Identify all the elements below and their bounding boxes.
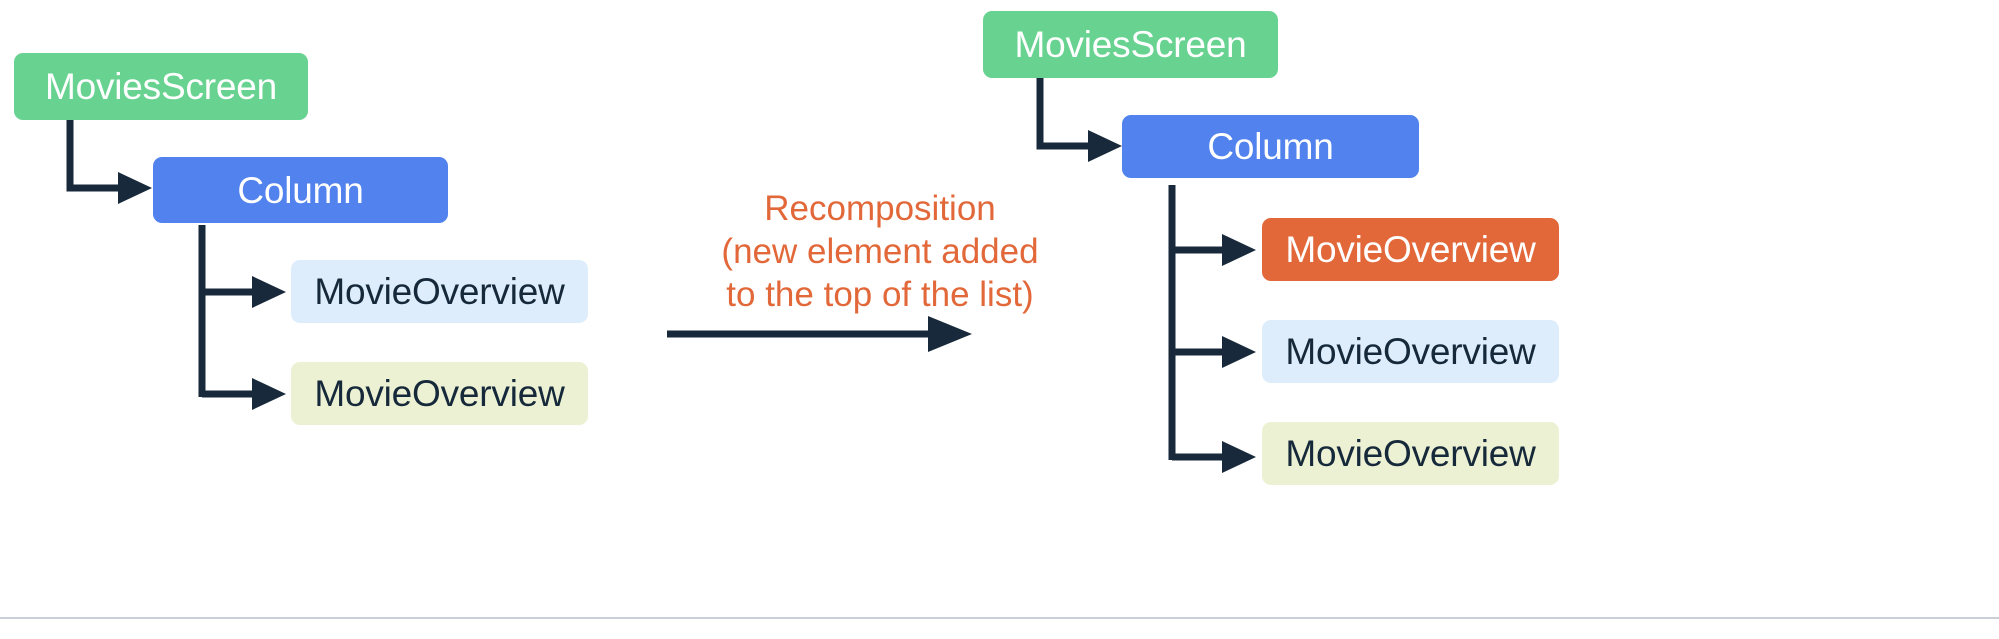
right-node-movies-screen-label: MoviesScreen <box>1014 24 1247 65</box>
right-node-movie-overview-new: MovieOverview <box>1262 218 1559 281</box>
recomposition-caption-line-2: (new element added <box>721 232 1039 271</box>
bottom-divider <box>0 617 1999 619</box>
recomposition-arrow-icon <box>667 316 972 352</box>
left-node-movies-screen-label: MoviesScreen <box>44 66 278 107</box>
right-node-movie-overview-1: MovieOverview <box>1262 320 1559 383</box>
right-node-movie-overview-new-label: MovieOverview <box>1285 229 1536 270</box>
left-node-movies-screen: MoviesScreen <box>14 53 308 120</box>
recomposition-caption-line-3: to the top of the list) <box>726 275 1034 314</box>
left-node-movie-overview-2-label: MovieOverview <box>314 373 565 414</box>
right-node-column-label: Column <box>1207 126 1334 167</box>
left-node-movie-overview-1: MovieOverview <box>291 260 588 323</box>
left-node-column-label: Column <box>237 169 364 211</box>
right-node-movie-overview-1-label: MovieOverview <box>1285 331 1536 372</box>
right-node-movie-overview-2-label: MovieOverview <box>1285 433 1536 474</box>
left-node-movie-overview-1-label: MovieOverview <box>314 271 565 312</box>
left-node-column: Column <box>153 157 448 223</box>
right-node-movies-screen: MoviesScreen <box>983 11 1278 78</box>
right-node-column: Column <box>1122 115 1419 178</box>
left-node-movie-overview-2: MovieOverview <box>291 362 588 425</box>
recomposition-caption-line-1: Recomposition <box>764 189 996 228</box>
right-node-movie-overview-2: MovieOverview <box>1262 422 1559 485</box>
